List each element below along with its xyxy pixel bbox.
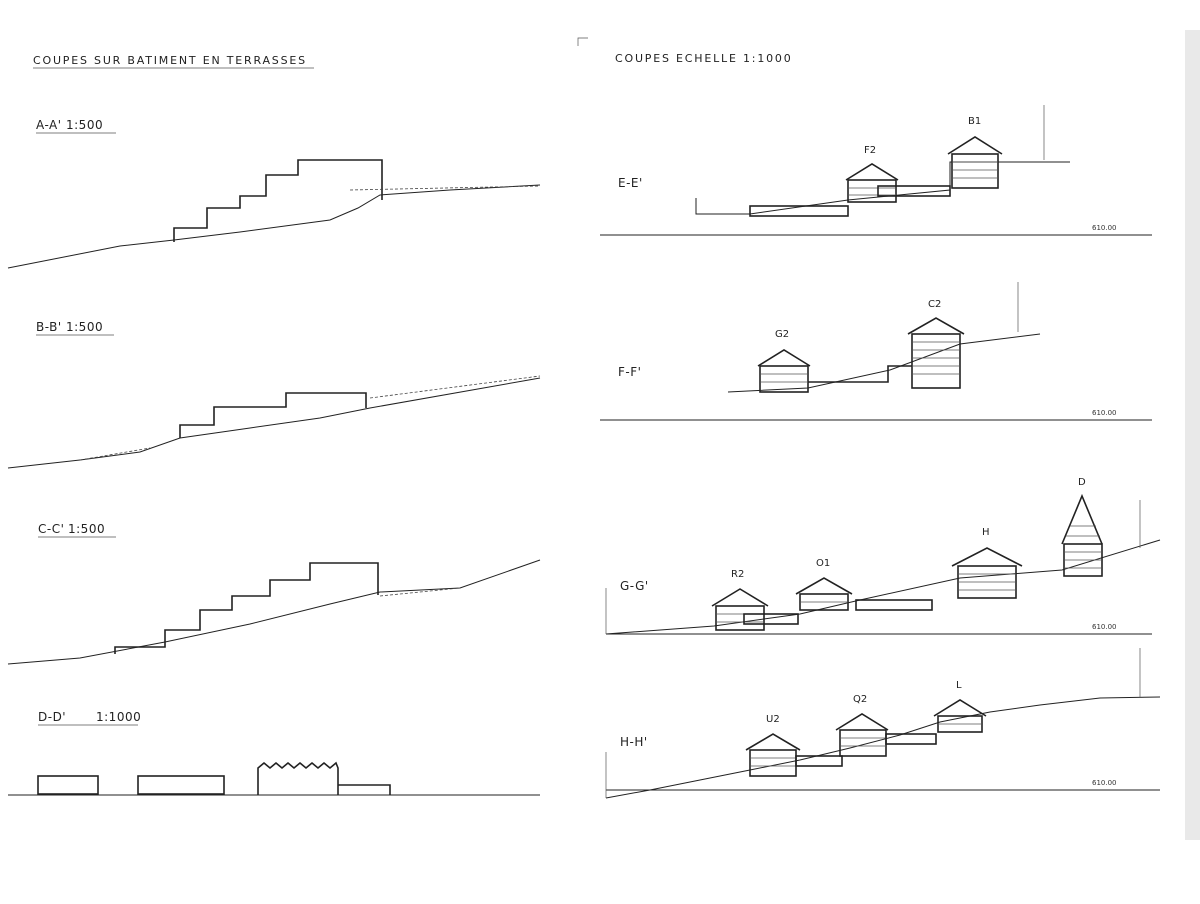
left-panel-title: COUPES SUR BATIMENT EN TERRASSES	[33, 54, 307, 67]
building-c2-roof	[907, 317, 965, 335]
section-bb-dashed-left	[79, 447, 151, 461]
section-gg-label: G-G'	[620, 579, 649, 593]
scan-edge	[1185, 30, 1200, 840]
section-bb-terrain	[7, 377, 541, 469]
section-aa-dashed-ground	[349, 185, 541, 191]
building-o1: O1	[795, 558, 853, 611]
section-dd-block-4	[338, 784, 391, 795]
section-cc-terrain	[7, 559, 541, 665]
building-b1-roof	[947, 136, 1003, 155]
building-f2-body	[847, 179, 897, 203]
building-f2: F2	[845, 145, 899, 203]
section-dd-label: D-D'	[38, 710, 66, 724]
section-bb-scale: 1:500	[66, 320, 103, 334]
building-d: D	[1061, 477, 1103, 577]
building-c2: C2	[907, 299, 965, 389]
section-bb-dashed-right	[369, 375, 541, 399]
section-ff-label: F-F'	[618, 365, 641, 379]
section-hh-terrain	[605, 696, 1161, 799]
corner-mark	[577, 37, 588, 46]
building-o1-roof	[795, 577, 853, 595]
building-g2-label: G2	[775, 329, 789, 340]
section-cc-scale: 1:500	[68, 522, 105, 536]
section-aa-scale: 1:500	[66, 118, 103, 132]
building-c2-label: C2	[928, 299, 941, 310]
section-bb: B-B' 1:500	[7, 320, 541, 469]
section-gg-slab-2	[855, 599, 933, 611]
building-g2: G2	[757, 329, 811, 393]
section-hh-slab-1	[795, 755, 843, 767]
section-gg-slab-1	[743, 613, 799, 625]
section-aa-terrain	[7, 184, 541, 269]
building-c2-body	[911, 333, 961, 389]
building-u2-roof	[745, 733, 801, 751]
building-l-roof	[933, 699, 987, 717]
section-dd-scale: 1:1000	[96, 710, 141, 724]
building-b1-label: B1	[968, 116, 981, 127]
building-r2: R2	[711, 569, 769, 631]
building-r2-roof	[711, 588, 769, 607]
section-gg-terrain	[605, 539, 1161, 635]
section-dd-block-2	[137, 775, 225, 795]
building-h-roof	[951, 547, 1023, 567]
building-q2: Q2	[835, 694, 889, 757]
section-dd-block-3	[257, 761, 339, 795]
building-h-label: H	[982, 527, 990, 538]
section-cc-label: C-C'	[38, 522, 64, 536]
building-u2: U2	[745, 714, 801, 777]
building-r2-body	[715, 605, 765, 631]
right-panel-title: COUPES ECHELLE 1:1000	[615, 52, 793, 65]
section-ff: F-F' 610.00 G2 C2	[600, 282, 1152, 421]
building-l: L	[933, 680, 987, 733]
section-dd-block-1	[37, 775, 99, 795]
section-ee-lower-slab	[749, 205, 849, 217]
building-f2-roof	[845, 163, 899, 181]
building-q2-body	[839, 729, 887, 757]
section-ee-link-slab	[877, 185, 951, 197]
building-q2-roof	[835, 713, 889, 731]
building-d-roof	[1061, 493, 1103, 545]
section-dd: D-D' 1:1000	[8, 710, 540, 796]
section-aa: A-A' 1:500	[7, 118, 541, 269]
section-bb-building	[179, 392, 367, 438]
section-ff-reference-level: 610.00	[1092, 409, 1117, 417]
building-q2-label: Q2	[853, 694, 867, 705]
section-hh-reference-level: 610.00	[1092, 779, 1117, 787]
section-gg: G-G' 610.00 R2 O1 H D	[605, 477, 1161, 635]
building-r2-label: R2	[731, 569, 744, 580]
section-ee-label: E-E'	[618, 176, 643, 190]
section-hh-label: H-H'	[620, 735, 648, 749]
building-b1: B1	[947, 116, 1003, 189]
building-f2-label: F2	[864, 145, 876, 156]
section-ee-reference-level: 610.00	[1092, 224, 1117, 232]
building-h: H	[951, 527, 1023, 599]
section-aa-building	[173, 159, 383, 242]
building-b1-body	[951, 153, 999, 189]
section-gg-reference-level: 610.00	[1092, 623, 1117, 631]
section-cc-building	[114, 562, 379, 654]
section-ff-link-slab	[808, 365, 912, 383]
building-g2-body	[759, 365, 809, 393]
section-hh-slab-2	[885, 733, 937, 745]
section-bb-label: B-B'	[36, 320, 62, 334]
section-ff-terrain	[727, 333, 1041, 393]
building-g2-roof	[757, 349, 811, 367]
section-cc-dashed-ground	[379, 587, 461, 597]
section-aa-label: A-A'	[36, 118, 62, 132]
building-u2-label: U2	[766, 714, 780, 725]
building-u2-body	[749, 749, 797, 777]
section-hh: H-H' 610.00 U2 Q2 L	[605, 648, 1161, 799]
section-ee: E-E' 610.00 F2 B1	[600, 105, 1152, 236]
building-l-label: L	[956, 680, 962, 691]
section-cc: C-C' 1:500	[7, 522, 541, 665]
building-d-label: D	[1078, 477, 1086, 488]
building-o1-label: O1	[816, 558, 830, 569]
